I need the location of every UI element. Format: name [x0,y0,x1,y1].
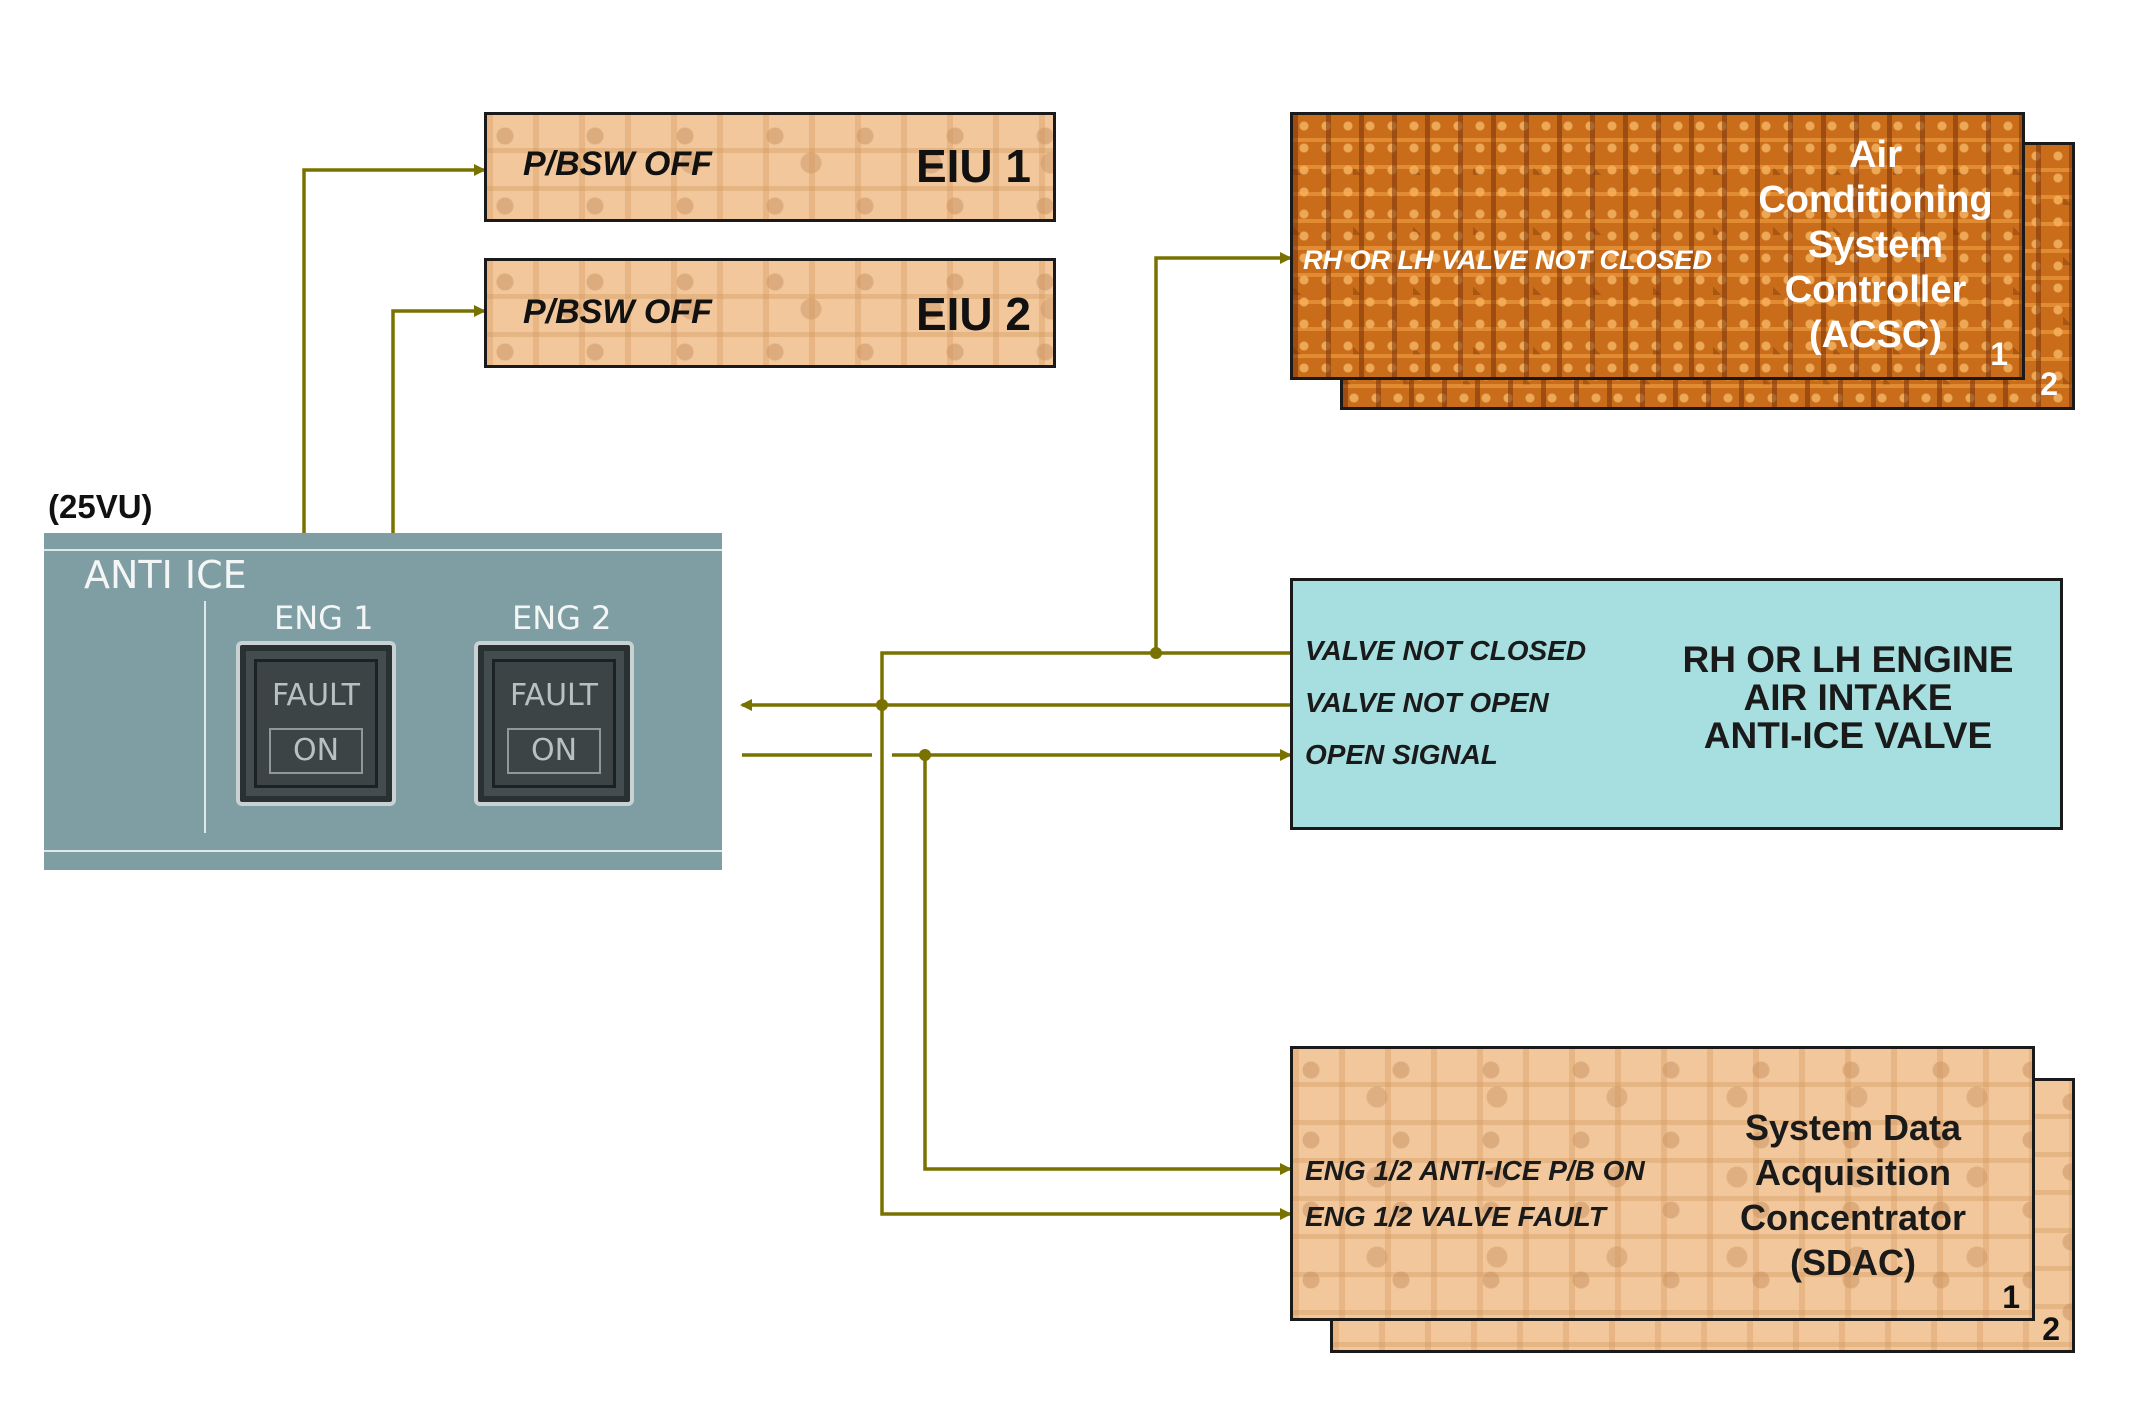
eng2-on-legend: ON [507,728,601,774]
sdac-box-1-number: 1 [2002,1279,2020,1315]
panel-top-line [44,549,722,551]
eng1-fault-legend: FAULT [272,678,360,713]
valve-not-open-label: VALVE NOT OPEN [1305,687,1549,718]
junction-pb-on [919,749,931,761]
eiu2-box: P/BSW OFF EIU 2 [484,258,1056,368]
eng2-label: ENG 2 [512,599,612,637]
sdac-box-2-number: 2 [2042,1311,2060,1347]
junction-valve-not-open [876,699,888,711]
wire-panel-to-eiu1 [302,164,486,533]
valve-not-closed-label: VALVE NOT CLOSED [1305,635,1587,666]
wire-valve-not-closed-to-sdac [880,651,1292,1220]
acsc-box-1: RH OR LH VALVE NOT CLOSED Air Conditioni… [1290,112,2025,380]
anti-ice-valve-title: RH OR LH ENGINE AIR INTAKE ANTI-ICE VALV… [1682,639,2014,756]
panel-location-label: (25VU) [48,488,153,525]
anti-ice-panel: ANTI ICE ENG 1 FAULT ON ENG 2 FAULT ON [44,533,722,870]
eiu1-title: EIU 1 [915,140,1031,192]
wire-pb-on-to-sdac [923,755,1292,1175]
sdac-title: System Data Acquisition Concentrator (SD… [1739,1107,1967,1283]
acsc-box-1-number: 1 [1990,336,2008,372]
junction-acsc [1150,647,1162,659]
eng1-label: ENG 1 [274,599,374,637]
acsc-signal-label: RH OR LH VALVE NOT CLOSED [1303,245,1713,275]
eng2-pushbutton-face: FAULT ON [492,659,616,788]
wire-valve-not-closed-to-acsc [1154,252,1292,655]
eiu1-signal-label: P/BSW OFF [523,145,712,183]
anti-ice-valve-box: VALVE NOT CLOSED VALVE NOT OPEN OPEN SIG… [1290,578,2063,830]
eng2-fault-legend: FAULT [510,678,598,713]
open-signal-label: OPEN SIGNAL [1305,739,1498,770]
eng1-pushbutton[interactable]: FAULT ON [236,641,396,806]
eng1-on-legend: ON [269,728,363,774]
eiu1-box: P/BSW OFF EIU 1 [484,112,1056,222]
acsc-box-2-number: 2 [2040,366,2058,402]
eiu2-signal-label: P/BSW OFF [523,293,712,331]
panel-divider [204,601,206,833]
acsc-title: Air Conditioning System Controller (ACSC… [1758,134,1993,356]
sdac-box-1: ENG 1/2 ANTI-ICE P/B ON ENG 1/2 VALVE FA… [1290,1046,2035,1321]
eng1-pushbutton-face: FAULT ON [254,659,378,788]
eiu2-title: EIU 2 [915,288,1031,340]
valve-fault-signal-label: ENG 1/2 VALVE FAULT [1305,1201,1606,1232]
panel-bottom-line [44,850,722,852]
wire-panel-to-eiu2 [391,305,486,533]
eng2-pushbutton[interactable]: FAULT ON [474,641,634,806]
pb-on-signal-label: ENG 1/2 ANTI-ICE P/B ON [1305,1155,1645,1186]
panel-title: ANTI ICE [84,553,247,597]
